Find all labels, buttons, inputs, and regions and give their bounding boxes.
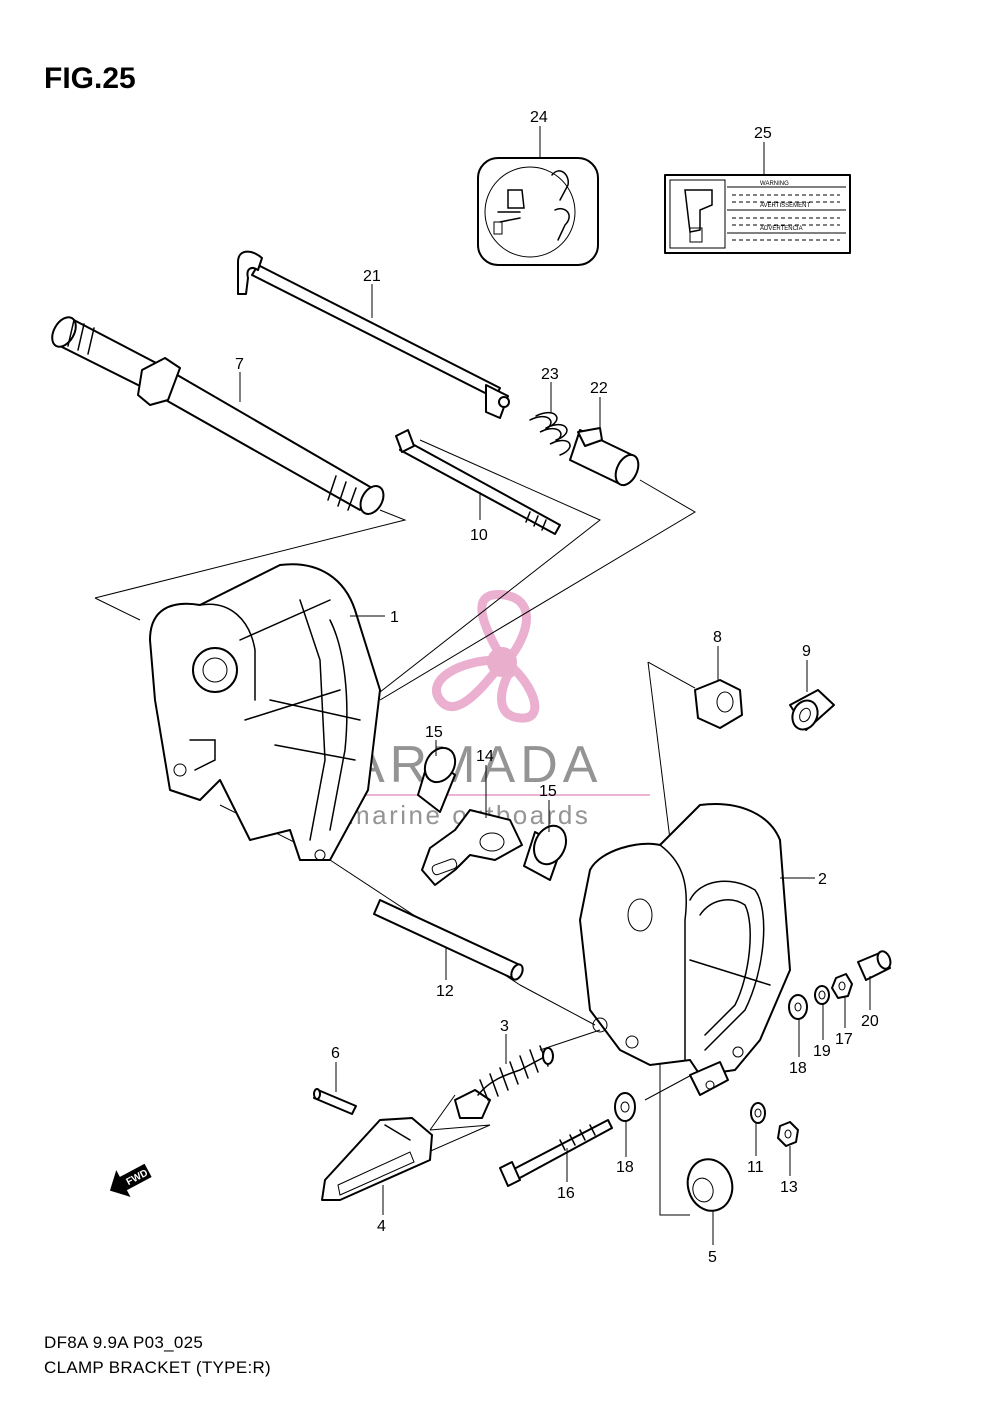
callout-numbers: 24 25 21 7 23 22 10 1 8 9 15 14 15 2 12 … xyxy=(235,109,879,1266)
callout-19: 19 xyxy=(813,1043,831,1060)
callout-22: 22 xyxy=(590,380,608,397)
figure-caption: CLAMP BRACKET (TYPE:R) xyxy=(44,1358,272,1377)
callout-9: 9 xyxy=(802,643,811,660)
part-11-washer[interactable] xyxy=(750,1102,766,1124)
part-6-pin[interactable] xyxy=(313,1088,357,1115)
part-1-clamp-bracket-left[interactable] xyxy=(149,563,381,861)
part-10-bolt[interactable] xyxy=(395,429,561,535)
callout-21: 21 xyxy=(363,268,381,285)
part-24-decal[interactable] xyxy=(477,157,599,266)
part-15-bushing-upper[interactable] xyxy=(417,742,461,813)
part-3-tilt-spring[interactable] xyxy=(454,1045,554,1119)
callout-15-lower: 15 xyxy=(539,783,557,800)
propeller-logo-icon xyxy=(432,589,540,723)
part-15-bushing-lower[interactable] xyxy=(523,821,572,881)
part-23-spring[interactable] xyxy=(529,411,571,456)
part-21-tilt-rod[interactable] xyxy=(237,250,510,419)
part-25-warning-label[interactable]: WARNING AVERTISSEMENT ADVERTENCIA xyxy=(664,174,851,254)
figure-title: FIG.25 xyxy=(44,62,136,95)
part-18-washer-lower[interactable] xyxy=(614,1092,636,1122)
part-4-lock-lever[interactable] xyxy=(321,1117,433,1201)
part-13-nut[interactable] xyxy=(777,1121,799,1147)
callout-12: 12 xyxy=(436,983,454,1000)
callout-8: 8 xyxy=(713,629,722,646)
fwd-label: FWD xyxy=(125,1168,150,1188)
callout-10: 10 xyxy=(470,527,488,544)
callout-1: 1 xyxy=(390,609,399,626)
model-code: DF8A 9.9A P03_025 xyxy=(44,1333,204,1352)
callout-5: 5 xyxy=(708,1249,717,1266)
callout-20: 20 xyxy=(861,1013,879,1030)
part-16-bolt[interactable] xyxy=(499,1119,613,1187)
callout-7: 7 xyxy=(235,356,244,373)
callout-3: 3 xyxy=(500,1018,509,1035)
part-7-through-tube[interactable] xyxy=(47,313,388,518)
watermark-brand: ARMADA xyxy=(350,736,602,794)
callout-17: 17 xyxy=(835,1031,853,1048)
part-9-collar[interactable] xyxy=(788,689,835,734)
callout-2: 2 xyxy=(818,871,827,888)
part-5-plug-cap[interactable] xyxy=(682,1154,738,1216)
callout-24: 24 xyxy=(530,109,548,126)
label-25-avertissement-text: AVERTISSEMENT xyxy=(760,203,810,209)
part-20-cap[interactable] xyxy=(857,949,893,981)
fwd-arrow-icon: FWD xyxy=(109,1163,152,1197)
callout-16: 16 xyxy=(557,1185,575,1202)
callout-25: 25 xyxy=(754,125,772,142)
callout-14: 14 xyxy=(476,748,494,765)
callout-18-right: 18 xyxy=(789,1060,807,1077)
callout-13: 13 xyxy=(780,1179,798,1196)
callout-23: 23 xyxy=(541,366,559,383)
callout-4: 4 xyxy=(377,1218,386,1235)
part-18-washer-right[interactable] xyxy=(788,994,808,1020)
callout-18-lower: 18 xyxy=(616,1159,634,1176)
label-25-advertencia-text: ADVERTENCIA xyxy=(760,226,803,232)
part-14-tilt-lock-lever[interactable] xyxy=(421,809,523,886)
part-19-spring-washer[interactable] xyxy=(814,985,830,1005)
label-25-warning-text: WARNING xyxy=(760,181,789,187)
part-8-nut[interactable] xyxy=(694,679,743,729)
part-22-stopper[interactable] xyxy=(569,427,643,489)
callout-15-upper: 15 xyxy=(425,724,443,741)
leader-lines xyxy=(239,126,871,1245)
part-2-clamp-bracket-right[interactable] xyxy=(579,803,791,1096)
callout-6: 6 xyxy=(331,1045,340,1062)
part-17-nut[interactable] xyxy=(831,973,853,999)
callout-11: 11 xyxy=(747,1159,764,1176)
part-12-tilt-pin[interactable] xyxy=(373,899,525,981)
